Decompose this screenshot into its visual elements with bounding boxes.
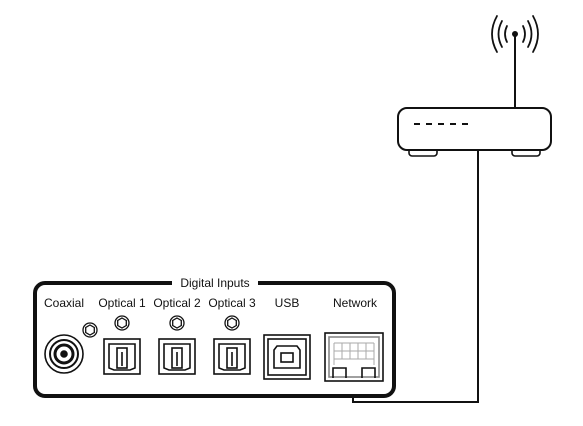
screw-icon xyxy=(169,315,185,331)
port-label-coaxial: Coaxial xyxy=(44,296,84,310)
rca-jack-icon[interactable] xyxy=(44,334,84,374)
ethernet-port-icon[interactable] xyxy=(324,332,384,382)
usb-b-port-icon[interactable] xyxy=(263,334,311,380)
input-panel: Digital Inputs Coaxial Optical 1 Optical… xyxy=(33,275,396,398)
port-label-optical-2: Optical 2 xyxy=(153,296,201,310)
wireless-signal-icon xyxy=(491,15,539,53)
screw-icon xyxy=(224,315,240,331)
port-label-optical-1: Optical 1 xyxy=(98,296,146,310)
toslink-port-icon[interactable] xyxy=(103,338,141,375)
wifi-router-icon xyxy=(397,15,552,157)
toslink-port-icon[interactable] xyxy=(213,338,251,375)
port-label-network: Network xyxy=(333,296,378,310)
toslink-port-icon[interactable] xyxy=(158,338,196,375)
port-label-usb: USB xyxy=(275,296,300,310)
port-label-optical-3: Optical 3 xyxy=(208,296,256,310)
screw-icon xyxy=(114,315,130,331)
digital-inputs-title: Digital Inputs xyxy=(180,276,249,290)
screw-icon xyxy=(82,322,98,338)
